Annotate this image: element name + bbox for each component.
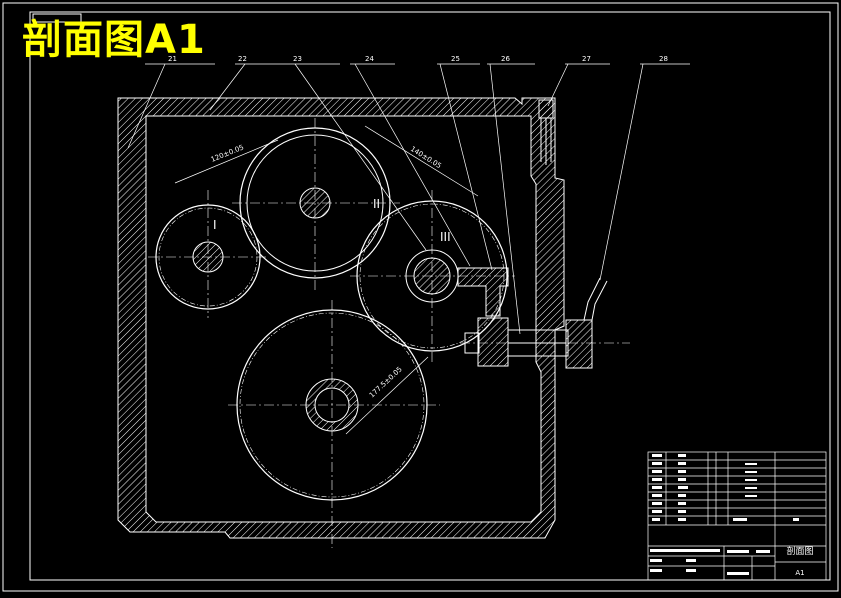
callout-numbers: 21 22 23 24 25 26 27 28 [168, 55, 668, 63]
shaft-label-1: I [213, 218, 217, 232]
title-block-drawing-name: 剖面图 [786, 545, 813, 557]
callout-27: 27 [582, 55, 591, 63]
callout-23: 23 [293, 55, 302, 63]
dimension-texts: 120±0.05 140±0.05 177.5±0.05 [210, 143, 443, 399]
callout-21: 21 [168, 55, 177, 63]
housing-wall [117, 97, 565, 539]
sheet-inner-border [29, 11, 831, 581]
title-block-cell-marks [650, 454, 799, 575]
callout-22: 22 [238, 55, 247, 63]
callout-26: 26 [501, 55, 510, 63]
leader-lines [127, 63, 690, 335]
dimension-lines [174, 125, 479, 435]
callout-24: 24 [365, 55, 374, 63]
title-block [647, 451, 827, 581]
drawing-title: 剖面图A1 [22, 17, 206, 63]
title-block-sheet-size: A1 [795, 569, 804, 577]
callout-25: 25 [451, 55, 460, 63]
sheet-corner-tag [32, 13, 82, 23]
dimension-140: 140±0.05 [409, 145, 443, 170]
shaft-label-2: II [373, 197, 380, 211]
shaft-label-3: III [440, 230, 451, 244]
dimension-177: 177.5±0.05 [368, 365, 404, 399]
callout-28: 28 [659, 55, 668, 63]
shaft-labels: I II III [213, 197, 451, 244]
shift-mechanism [457, 99, 608, 369]
